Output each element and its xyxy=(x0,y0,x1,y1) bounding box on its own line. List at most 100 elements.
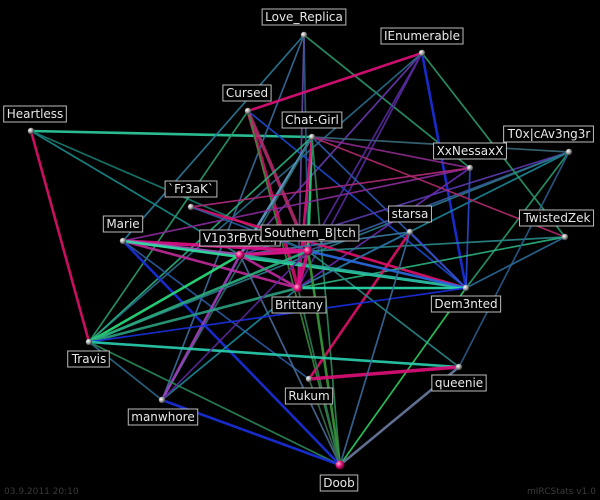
edge-love_replica-marie xyxy=(122,34,305,242)
node-label-text: queenie xyxy=(435,376,483,390)
edge-ienumerable-cursed xyxy=(247,51,423,113)
edge-toxic-queenie xyxy=(458,151,570,368)
node-label-box xyxy=(281,111,343,129)
label-southern: Southern_B|tch xyxy=(260,224,360,242)
label-manwhore: manwhore xyxy=(127,408,199,426)
footer-generator: mIRCStats v1.0 xyxy=(527,487,596,497)
node-ienumerable[interactable] xyxy=(418,49,426,57)
node-fr3ak[interactable] xyxy=(187,203,195,211)
node-label-text: Rukum xyxy=(288,389,329,403)
node-label-text: manwhore xyxy=(131,410,194,424)
node-label-box xyxy=(388,205,432,223)
node-label-text: Brittany xyxy=(275,298,323,312)
node-brittany[interactable] xyxy=(293,283,303,293)
node-label-text: IEnumerable xyxy=(384,29,460,43)
node-label-text: Love_Replica xyxy=(265,10,343,24)
node-label-box xyxy=(67,350,110,368)
edge-v1p3r-doob xyxy=(239,254,341,466)
node-label-text: Marie xyxy=(106,217,139,231)
node-label-box xyxy=(380,27,464,45)
node-label-box xyxy=(319,474,359,492)
edge-southern-dem3nted xyxy=(307,249,467,290)
edges-layer xyxy=(29,34,570,467)
node-doob[interactable] xyxy=(335,460,345,470)
label-heartless: Heartless xyxy=(3,105,67,123)
node-label-box xyxy=(261,8,347,26)
edge-toxic-dem3nted xyxy=(465,151,570,289)
edge-v1p3r-dem3nted xyxy=(239,253,467,290)
node-manwhore[interactable] xyxy=(158,396,166,404)
label-twistedzek: TwistedZek xyxy=(518,209,595,227)
edge-love_replica-brittany xyxy=(297,34,305,289)
node-label-text: Travis xyxy=(71,352,107,366)
edge-cursed-travis xyxy=(88,110,249,343)
node-label-text: Chat-Girl xyxy=(285,113,339,127)
node-label-box xyxy=(284,387,334,405)
label-v1p3r: V1p3rBytch| xyxy=(199,229,281,247)
node-label-text: starsa xyxy=(392,207,429,221)
edge-starsa-brittany xyxy=(297,231,411,289)
edge-ienumerable-v1p3r xyxy=(239,52,423,256)
edge-starsa-v1p3r xyxy=(239,231,411,256)
node-xxnessaxx[interactable] xyxy=(466,164,474,172)
node-v1p3r[interactable] xyxy=(235,250,245,260)
edge-v1p3r-travis xyxy=(88,253,241,344)
node-label-box xyxy=(164,180,218,198)
edge-ienumerable-southern xyxy=(307,52,423,252)
node-chat_girl[interactable] xyxy=(308,133,316,141)
node-southern[interactable] xyxy=(303,246,313,256)
node-twistedzek[interactable] xyxy=(561,233,569,241)
edge-manwhore-southern xyxy=(161,250,309,401)
edge-dem3nted-doob xyxy=(339,287,467,466)
edge-starsa-dem3nted xyxy=(409,231,467,289)
edge-southern-queenie xyxy=(307,250,460,368)
edge-marie-doob xyxy=(122,240,341,466)
node-heartless[interactable] xyxy=(27,127,35,135)
edge-twistedzek-dem3nted xyxy=(465,236,566,289)
label-cursed: Cursed xyxy=(222,84,272,102)
node-label-box xyxy=(271,296,327,314)
node-rukum[interactable] xyxy=(305,375,313,383)
label-starsa: starsa xyxy=(388,205,432,223)
node-cursed[interactable] xyxy=(244,107,252,115)
edge-xxnessaxx-fr3ak xyxy=(190,167,471,208)
node-label-text: XxNessaxX xyxy=(437,144,504,158)
edge-heartless-chat_girl xyxy=(30,129,313,139)
edge-southern-brittany xyxy=(296,250,310,289)
node-starsa[interactable] xyxy=(406,228,414,236)
edge-starsa-doob xyxy=(339,231,411,466)
node-label-text: TwistedZek xyxy=(522,211,590,225)
node-queenie[interactable] xyxy=(455,363,463,371)
node-toxic[interactable] xyxy=(565,148,573,156)
edge-marie-brittany xyxy=(122,239,299,290)
label-toxic: T0x|cAv3ng3r xyxy=(503,125,594,143)
node-label-text: Doob xyxy=(323,476,355,490)
node-label-text: Cursed xyxy=(226,86,268,100)
node-love_replica[interactable] xyxy=(300,31,308,39)
label-doob: Doob xyxy=(319,474,359,492)
label-queenie: queenie xyxy=(431,374,487,392)
node-marie[interactable] xyxy=(119,237,127,245)
edge-v1p3r-manwhore xyxy=(160,254,242,401)
node-label-box xyxy=(222,84,272,102)
node-travis[interactable] xyxy=(85,338,93,346)
edge-chat_girl-xxnessaxx xyxy=(311,136,471,169)
label-brittany: Brittany xyxy=(271,296,327,314)
label-ienumerable: IEnumerable xyxy=(380,27,464,45)
label-fr3ak: `Fr3aK` xyxy=(164,180,218,198)
node-label-box xyxy=(503,125,594,143)
label-marie: Marie xyxy=(102,215,144,233)
edge-dem3nted-travis xyxy=(88,287,467,343)
edge-ienumerable-brittany xyxy=(297,52,423,289)
node-label-text: V1p3rBytch| xyxy=(203,231,277,245)
node-dem3nted[interactable] xyxy=(462,284,470,292)
node-label-text: Dem3nted xyxy=(434,297,497,311)
edge-xxnessaxx-marie xyxy=(122,167,471,242)
edge-starsa-rukum xyxy=(307,231,412,380)
edge-fr3ak-dem3nted xyxy=(190,205,467,290)
edge-travis-doob xyxy=(88,341,341,466)
node-label-text: T0x|cAv3ng3r xyxy=(507,127,591,141)
node-label-box xyxy=(127,408,199,426)
